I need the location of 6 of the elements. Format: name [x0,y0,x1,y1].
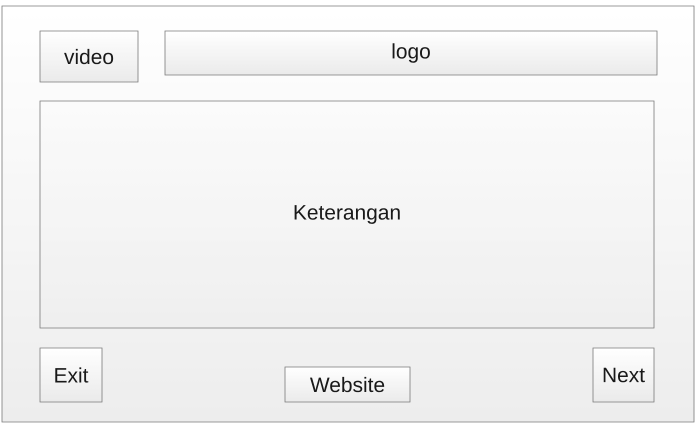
content-panel: Keterangan [40,100,654,328]
button: Next [592,348,654,402]
button: Website [284,366,410,402]
header-box: logo [164,30,658,76]
button: Exit [40,348,102,402]
video-box: video [40,30,138,82]
